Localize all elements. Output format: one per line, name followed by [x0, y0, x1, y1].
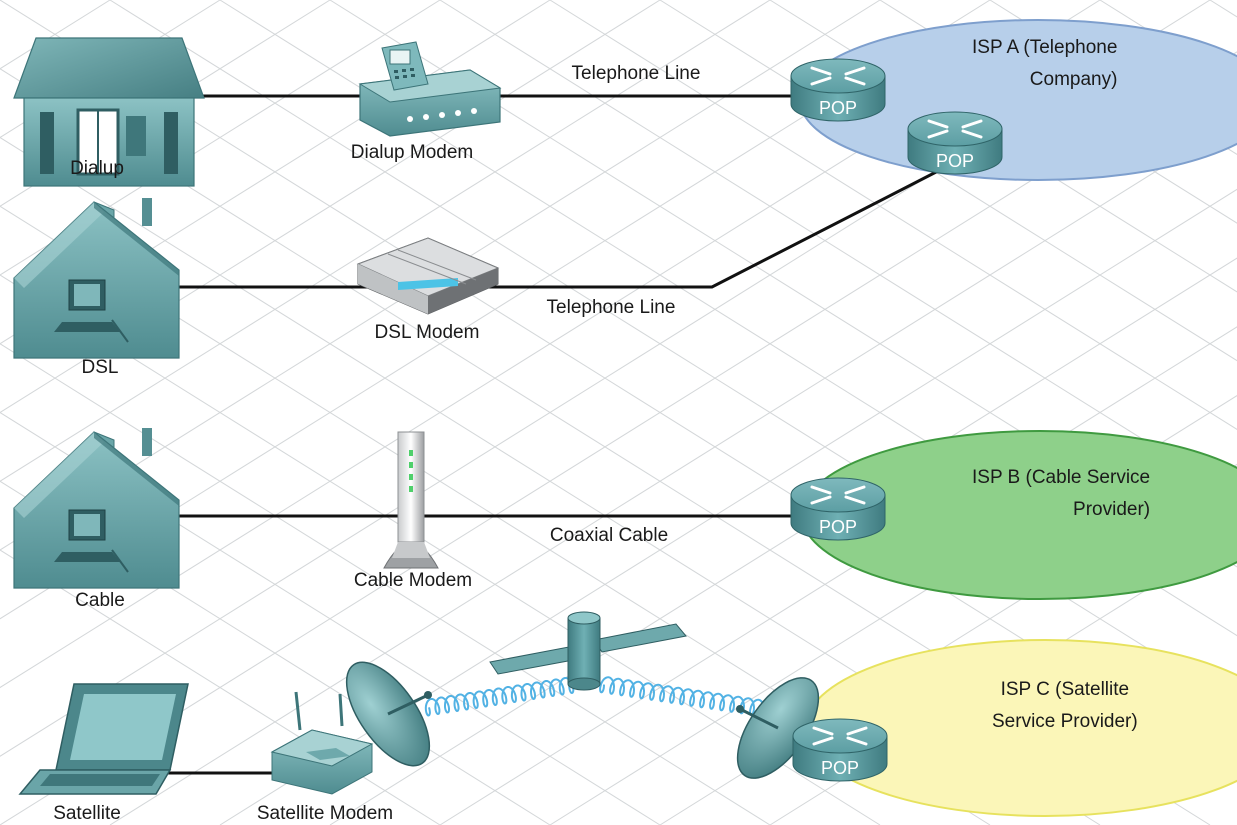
pop-label: POP [821, 758, 859, 778]
dsl-modem-icon [356, 237, 500, 315]
house-icon [13, 197, 180, 359]
house-icon [13, 427, 180, 589]
satellite-label: Satellite [53, 803, 121, 824]
dialup-modem-label: Dialup Modem [350, 142, 474, 163]
laptop-icon [18, 683, 189, 795]
isp-b-label: ISP B (Cable Service Provider) [972, 462, 1150, 526]
dsl-modem-label: DSL Modem [374, 322, 480, 343]
pop-label: POP [936, 151, 974, 171]
cable-link-label: Coaxial Cable [549, 525, 669, 546]
isp-c-label-line1: ISP C (Satellite [1000, 679, 1130, 700]
isp-a-label-line2: Company) [1029, 69, 1118, 90]
router-icon: POP [791, 717, 889, 783]
router-icon: POP [906, 110, 1004, 176]
pop-label: POP [819, 517, 857, 537]
isp-b-label-line1: ISP B (Cable Service [972, 467, 1151, 488]
satellite-dish-icon [736, 677, 820, 779]
dialup-link-label: Telephone Line [571, 63, 701, 84]
satellite-modem-icon [270, 691, 374, 795]
dsl-telephone-line [178, 168, 942, 289]
router-icon: POP [789, 57, 887, 123]
satellite-signal-waves [424, 675, 765, 717]
isp-c-label: ISP C (Satellite Service Provider) [992, 674, 1138, 738]
cable-modem-icon [383, 431, 439, 569]
router-icon: POP [789, 476, 887, 542]
telephone-modem-icon [358, 41, 502, 137]
isp-b-label-line2: Provider) [1073, 499, 1151, 520]
downlink-signal-wave [599, 676, 765, 716]
dsl-label: DSL [81, 357, 119, 378]
uplink-signal-wave [424, 675, 583, 717]
connection-lines [148, 94, 942, 775]
isp-c-label-line2: Service Provider) [992, 711, 1138, 732]
satellite-icon [489, 611, 687, 691]
isp-a-label: ISP A (Telephone Company) [972, 32, 1117, 96]
dsl-link-label: Telephone Line [546, 297, 676, 318]
house-icon [13, 37, 205, 187]
pop-label: POP [819, 98, 857, 118]
cable-label: Cable [75, 590, 125, 611]
dialup-label: Dialup [70, 158, 124, 179]
isp-a-label-line1: ISP A (Telephone [972, 37, 1118, 58]
satellite-modem-label: Satellite Modem [256, 803, 394, 824]
satellite-dish-icon [345, 661, 432, 767]
cable-modem-label: Cable Modem [353, 570, 473, 591]
